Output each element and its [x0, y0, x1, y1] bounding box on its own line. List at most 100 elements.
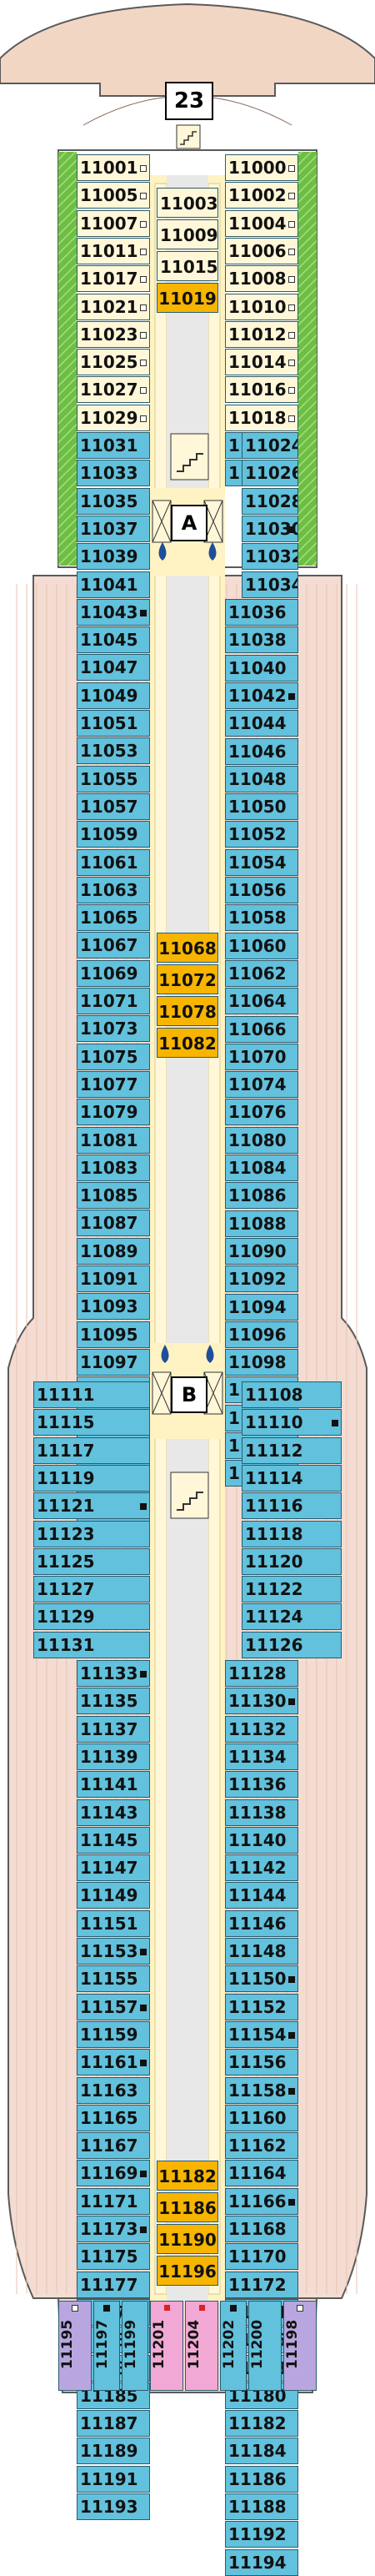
cabin-11083[interactable]: 11083 — [77, 1154, 150, 1181]
cabin-11148[interactable]: 11148 — [225, 1938, 298, 1965]
cabin-11055[interactable]: 11055 — [77, 765, 150, 792]
cabin-11147[interactable]: 11147 — [77, 1854, 150, 1882]
cabin-11080[interactable]: 11080 — [225, 1126, 298, 1154]
cabin-11196[interactable]: 11196 — [157, 2256, 218, 2286]
cabin-11064[interactable]: 11064 — [225, 988, 298, 1015]
cabin-11078[interactable]: 11078 — [157, 996, 218, 1026]
cabin-11128[interactable]: 11128 — [225, 1660, 298, 1687]
cabin-11018[interactable]: 11018 — [225, 404, 298, 431]
cabin-11094[interactable]: 11094 — [225, 1293, 298, 1321]
cabin-11172[interactable]: 11172 — [225, 2271, 298, 2298]
cabin-11182[interactable]: 11182 — [157, 2161, 218, 2191]
cabin-11200[interactable]: 11200 — [248, 2301, 282, 2391]
cabin-11076[interactable]: 11076 — [225, 1099, 298, 1126]
cabin-11160[interactable]: 11160 — [225, 2104, 298, 2131]
cabin-11004[interactable]: 11004 — [225, 209, 298, 237]
cabin-11171[interactable]: 11171 — [77, 2187, 150, 2215]
cabin-11043[interactable]: 11043 — [77, 598, 150, 626]
cabin-11158[interactable]: 11158 — [225, 2076, 298, 2104]
cabin-11164[interactable]: 11164 — [225, 2160, 298, 2187]
cabin-11067[interactable]: 11067 — [77, 932, 150, 959]
cabin-11042[interactable]: 11042 — [225, 682, 298, 709]
cabin-11186[interactable]: 11186 — [225, 2465, 298, 2493]
cabin-11051[interactable]: 11051 — [77, 710, 150, 737]
cabin-11036[interactable]: 11036 — [225, 599, 298, 626]
cabin-11016[interactable]: 11016 — [225, 376, 298, 404]
cabin-11165[interactable]: 11165 — [77, 2104, 150, 2131]
cabin-11108[interactable]: 11108 — [242, 1381, 342, 1408]
cabin-11191[interactable]: 11191 — [77, 2465, 150, 2493]
cabin-11006[interactable]: 11006 — [225, 237, 298, 264]
cabin-11057[interactable]: 11057 — [77, 792, 150, 820]
cabin-11095[interactable]: 11095 — [77, 1321, 150, 1348]
cabin-11025[interactable]: 11025 — [77, 349, 150, 376]
cabin-11153[interactable]: 11153 — [77, 1938, 150, 1965]
cabin-11187[interactable]: 11187 — [77, 2410, 150, 2438]
cabin-11136[interactable]: 11136 — [225, 1771, 298, 1799]
cabin-11140[interactable]: 11140 — [225, 1826, 298, 1854]
cabin-11088[interactable]: 11088 — [225, 1210, 298, 1237]
cabin-11197[interactable]: 11197 — [93, 2301, 120, 2391]
cabin-11118[interactable]: 11118 — [242, 1520, 342, 1547]
cabin-11033[interactable]: 11033 — [77, 460, 150, 487]
cabin-11092[interactable]: 11092 — [225, 1265, 298, 1293]
cabin-11062[interactable]: 11062 — [225, 959, 298, 987]
cabin-11047[interactable]: 11047 — [77, 654, 150, 682]
cabin-11154[interactable]: 11154 — [225, 2020, 298, 2048]
cabin-11121[interactable]: 11121 — [33, 1492, 150, 1520]
cabin-11130[interactable]: 11130 — [225, 1688, 298, 1715]
cabin-11066[interactable]: 11066 — [225, 1015, 298, 1043]
cabin-11111[interactable]: 11111 — [33, 1381, 150, 1408]
cabin-11075[interactable]: 11075 — [77, 1043, 150, 1070]
cabin-11162[interactable]: 11162 — [225, 2132, 298, 2160]
cabin-11124[interactable]: 11124 — [242, 1603, 342, 1631]
cabin-11027[interactable]: 11027 — [77, 376, 150, 404]
cabin-11177[interactable]: 11177 — [77, 2271, 150, 2298]
cabin-11125[interactable]: 11125 — [33, 1547, 150, 1575]
cabin-11151[interactable]: 11151 — [77, 1909, 150, 1937]
cabin-11087[interactable]: 11087 — [77, 1210, 150, 1237]
cabin-11077[interactable]: 11077 — [77, 1070, 150, 1098]
cabin-11038[interactable]: 11038 — [225, 626, 298, 654]
cabin-11069[interactable]: 11069 — [77, 959, 150, 987]
cabin-11000[interactable]: 11000 — [225, 154, 298, 181]
cabin-11204[interactable]: 11204 — [185, 2301, 218, 2391]
cabin-11071[interactable]: 11071 — [77, 988, 150, 1014]
cabin-11146[interactable]: 11146 — [225, 1909, 298, 1937]
cabin-11032[interactable]: 11032 — [242, 543, 298, 571]
cabin-11195[interactable]: 11195 — [58, 2301, 92, 2391]
cabin-11079[interactable]: 11079 — [77, 1099, 150, 1126]
cabin-11199[interactable]: 11199 — [122, 2301, 148, 2391]
cabin-11068[interactable]: 11068 — [157, 933, 218, 963]
cabin-11029[interactable]: 11029 — [77, 404, 150, 431]
cabin-11123[interactable]: 11123 — [33, 1520, 150, 1547]
cabin-11037[interactable]: 11037 — [77, 515, 150, 542]
cabin-11058[interactable]: 11058 — [225, 904, 298, 932]
cabin-11145[interactable]: 11145 — [77, 1826, 150, 1854]
cabin-11026[interactable]: 11026 — [242, 460, 298, 487]
cabin-11132[interactable]: 11132 — [225, 1715, 298, 1743]
cabin-11035[interactable]: 11035 — [77, 487, 150, 515]
cabin-11127[interactable]: 11127 — [33, 1576, 150, 1603]
cabin-11084[interactable]: 11084 — [225, 1155, 298, 1181]
cabin-11098[interactable]: 11098 — [225, 1349, 298, 1376]
cabin-11021[interactable]: 11021 — [77, 293, 150, 320]
cabin-11090[interactable]: 11090 — [225, 1237, 298, 1265]
cabin-11119[interactable]: 11119 — [33, 1464, 150, 1492]
cabin-11188[interactable]: 11188 — [225, 2493, 298, 2520]
cabin-11122[interactable]: 11122 — [242, 1576, 342, 1603]
cabin-11149[interactable]: 11149 — [77, 1882, 150, 1909]
cabin-11201[interactable]: 11201 — [150, 2301, 183, 2391]
cabin-11155[interactable]: 11155 — [77, 1965, 150, 1993]
cabin-11163[interactable]: 11163 — [77, 2076, 150, 2104]
cabin-11070[interactable]: 11070 — [225, 1043, 298, 1070]
cabin-11131[interactable]: 11131 — [33, 1631, 150, 1658]
cabin-11031[interactable]: 11031 — [77, 432, 150, 459]
cabin-11138[interactable]: 11138 — [225, 1799, 298, 1826]
cabin-11134[interactable]: 11134 — [225, 1743, 298, 1770]
cabin-11159[interactable]: 11159 — [77, 2020, 150, 2048]
cabin-11093[interactable]: 11093 — [77, 1293, 150, 1321]
cabin-11089[interactable]: 11089 — [77, 1237, 150, 1265]
cabin-11097[interactable]: 11097 — [77, 1348, 150, 1376]
cabin-11202[interactable]: 11202 — [220, 2301, 247, 2391]
